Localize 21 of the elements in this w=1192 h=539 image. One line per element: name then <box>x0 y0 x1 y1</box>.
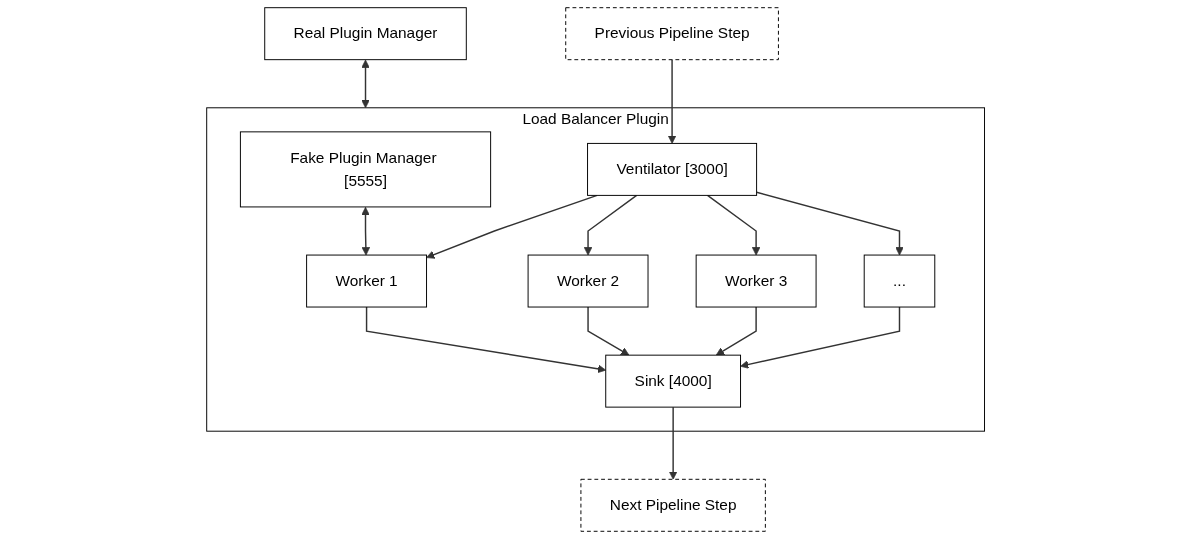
arrow <box>707 194 761 256</box>
node-box: Worker 3 <box>696 254 817 308</box>
node-box: Sink [4000] <box>605 354 742 408</box>
arrow <box>361 59 371 109</box>
node-box: Previous Pipeline Step <box>565 7 780 61</box>
arrow <box>361 206 371 256</box>
arrow <box>587 306 630 356</box>
arrow <box>584 194 638 256</box>
arrow <box>716 306 758 356</box>
node-box: Next Pipeline Step <box>580 478 767 532</box>
node-box: Worker 2 <box>528 254 649 308</box>
arrow <box>669 406 678 480</box>
node-box: Fake Plugin Manager [5555] <box>240 131 492 208</box>
node-box: Real Plugin Manager <box>264 7 468 61</box>
node-box: ... <box>864 254 936 308</box>
node-box: Worker 1 <box>306 254 428 308</box>
arrow <box>756 191 905 256</box>
arrow <box>366 306 607 374</box>
arrow <box>668 58 677 144</box>
arrow <box>740 306 901 369</box>
node-box: Ventilator [3000] <box>587 142 758 196</box>
